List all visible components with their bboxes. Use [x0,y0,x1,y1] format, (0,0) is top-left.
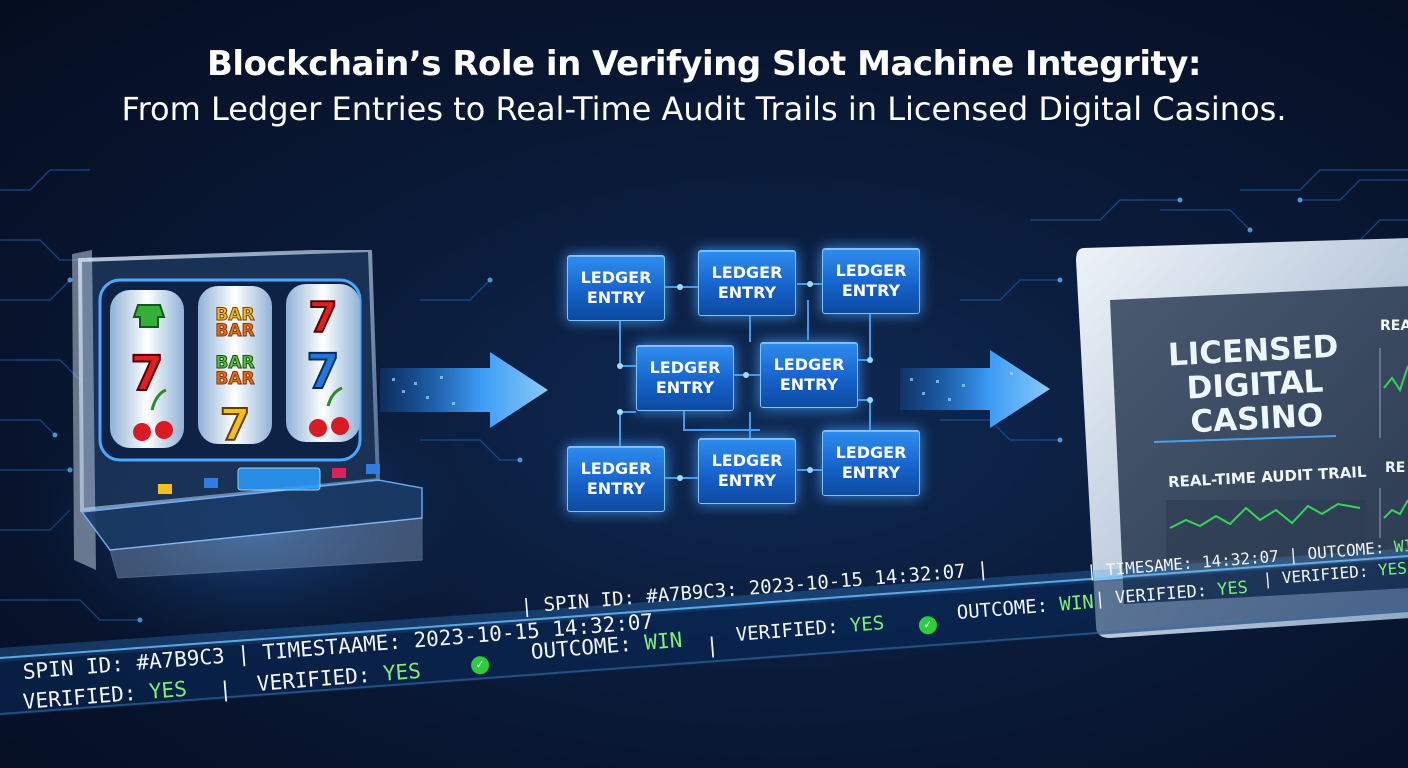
bar-icon: BAR [215,369,254,389]
ledger-entry: LEDGER ENTRY [636,345,734,411]
side-label: REA [1380,318,1408,334]
button-red[interactable] [332,468,346,478]
ledger-entry: LEDGER ENTRY [822,430,920,496]
reel-3 [286,284,360,442]
button-blue[interactable] [204,478,218,488]
bar-icon: BAR [215,353,254,373]
spin-pad[interactable] [237,467,321,491]
casino-panel-title: LICENSED DIGITAL CASINO [1167,328,1340,441]
casino-tablet [1076,238,1408,638]
slot-machine: 7 BAR BAR BAR BAR 7 7 7 [72,250,423,579]
ledger-entry: LEDGER ENTRY [760,342,858,408]
arrow-icon-right [900,350,1050,428]
ledger-entry: LEDGER ENTRY [822,248,920,314]
ticker-divider: | [705,632,720,658]
cherries-icon [133,388,173,441]
seven-icon: 7 [306,344,339,400]
bar-icon: BAR [215,305,254,325]
button-blue[interactable] [366,464,380,474]
button-yellow[interactable] [158,484,172,494]
check-icon: ✓ [470,651,490,676]
bell-icon [132,304,166,328]
ledger-entry: LEDGER ENTRY [567,255,665,321]
ticker-divider: | [218,676,233,702]
audit-trail-chart [1169,502,1361,529]
check-icon: ✓ [918,613,938,636]
seven-icon: 7 [308,293,337,342]
arrow-icon-left [380,352,548,428]
reel-2 [198,286,272,444]
cherries-icon [309,386,349,437]
seven-icon: 7 [220,400,251,451]
page-title: Blockchain’s Role in Verifying Slot Mach… [207,44,1201,84]
ledger-entry: LEDGER ENTRY [567,446,665,512]
ledger-entry: LEDGER ENTRY [698,250,796,316]
reel-1 [110,290,184,448]
side-label: RE [1385,460,1406,476]
bar-icon: BAR [215,321,254,341]
ledger-entry: LEDGER ENTRY [698,438,796,504]
page-subtitle: From Ledger Entries to Real-Time Audit T… [121,90,1287,128]
